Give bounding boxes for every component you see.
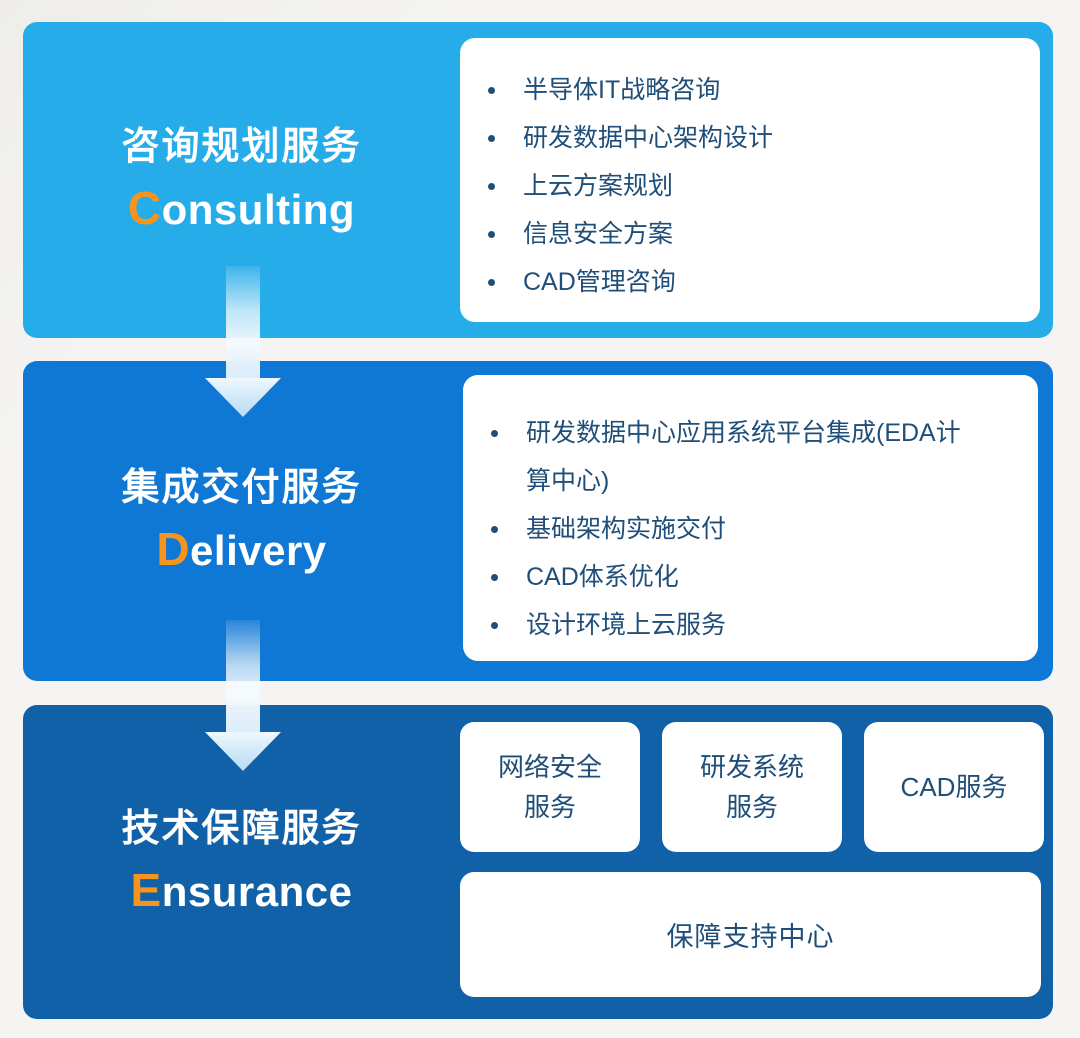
arrow-head [205,732,281,771]
list-item: CAD管理咨询 [460,258,1040,306]
tier-delivery-title: 集成交付服务 Delivery [23,361,460,681]
tier-delivery-initial: D [156,523,191,575]
list-item-text: 信息安全方案 [523,220,674,248]
consulting-services-list: 半导体IT战略咨询 研发数据中心架构设计 上云方案规划 信息安全方案 CAD管理… [460,38,1040,306]
tier-delivery-title-zh: 集成交付服务 [121,467,362,509]
bullet-icon [491,574,498,581]
tier-ensurance-title-en: Ensurance [131,865,353,917]
tier-delivery-block: 集成交付服务 Delivery 研发数据中心应用系统平台集成(EDA计算中心) … [23,361,1053,681]
network-security-service-card: 网络安全服务 [460,722,640,852]
tier-ensurance-initial: E [130,864,162,916]
list-item: 研发数据中心应用系统平台集成(EDA计算中心) [463,409,1038,505]
tier-delivery-en-rest: elivery [190,527,327,574]
tier-consulting-title-en: Consulting [128,183,355,235]
tier-consulting-block: 咨询规划服务 Consulting 半导体IT战略咨询 研发数据中心架构设计 上… [23,22,1053,338]
list-item: 研发数据中心架构设计 [460,114,1040,162]
list-item: 基础架构实施交付 [463,505,1038,553]
tier-ensurance-title: 技术保障服务 Ensurance [23,705,460,1019]
list-item: 半导体IT战略咨询 [460,66,1040,114]
list-item-text: CAD管理咨询 [523,268,676,296]
bullet-icon [491,526,498,533]
consulting-services-card: 半导体IT战略咨询 研发数据中心架构设计 上云方案规划 信息安全方案 CAD管理… [460,38,1040,322]
list-item-text: 研发数据中心应用系统平台集成(EDA计算中心) [526,419,961,495]
list-item-text: 半导体IT战略咨询 [523,76,721,104]
list-item-text: 研发数据中心架构设计 [523,124,774,152]
arrow-head [205,378,281,417]
bullet-icon [491,622,498,629]
list-item: 信息安全方案 [460,210,1040,258]
tier-consulting-title-zh: 咨询规划服务 [121,126,362,168]
tier-ensurance-title-zh: 技术保障服务 [121,808,362,850]
cad-service-card: CAD服务 [864,722,1044,852]
tier-consulting-title: 咨询规划服务 Consulting [23,22,460,338]
tier-ensurance-block: 技术保障服务 Ensurance 网络安全服务 研发系统服务 CAD服务 保障支… [23,705,1053,1019]
tier-consulting-initial: C [127,182,162,234]
list-item: CAD体系优化 [463,553,1038,601]
list-item: 设计环境上云服务 [463,601,1038,649]
bullet-icon [488,231,495,238]
bullet-icon [488,279,495,286]
support-center-card: 保障支持中心 [460,872,1041,997]
list-item-text: CAD体系优化 [526,563,679,591]
arrow-shaft [226,266,260,378]
down-arrow-icon [205,266,281,417]
delivery-services-list: 研发数据中心应用系统平台集成(EDA计算中心) 基础架构实施交付 CAD体系优化… [463,375,1038,649]
bullet-icon [488,135,495,142]
delivery-services-card: 研发数据中心应用系统平台集成(EDA计算中心) 基础架构实施交付 CAD体系优化… [463,375,1038,661]
bullet-icon [488,183,495,190]
arrow-shaft [226,620,260,732]
tier-consulting-en-rest: onsulting [161,186,356,233]
list-item-text: 基础架构实施交付 [526,515,727,543]
bullet-icon [491,430,498,437]
list-item: 上云方案规划 [460,162,1040,210]
bullet-icon [488,87,495,94]
list-item-text: 上云方案规划 [523,172,674,200]
list-item-text: 设计环境上云服务 [526,611,727,639]
down-arrow-icon [205,620,281,771]
tier-delivery-title-en: Delivery [156,524,326,576]
rd-system-service-card: 研发系统服务 [662,722,842,852]
tier-ensurance-en-rest: nsurance [161,868,353,915]
